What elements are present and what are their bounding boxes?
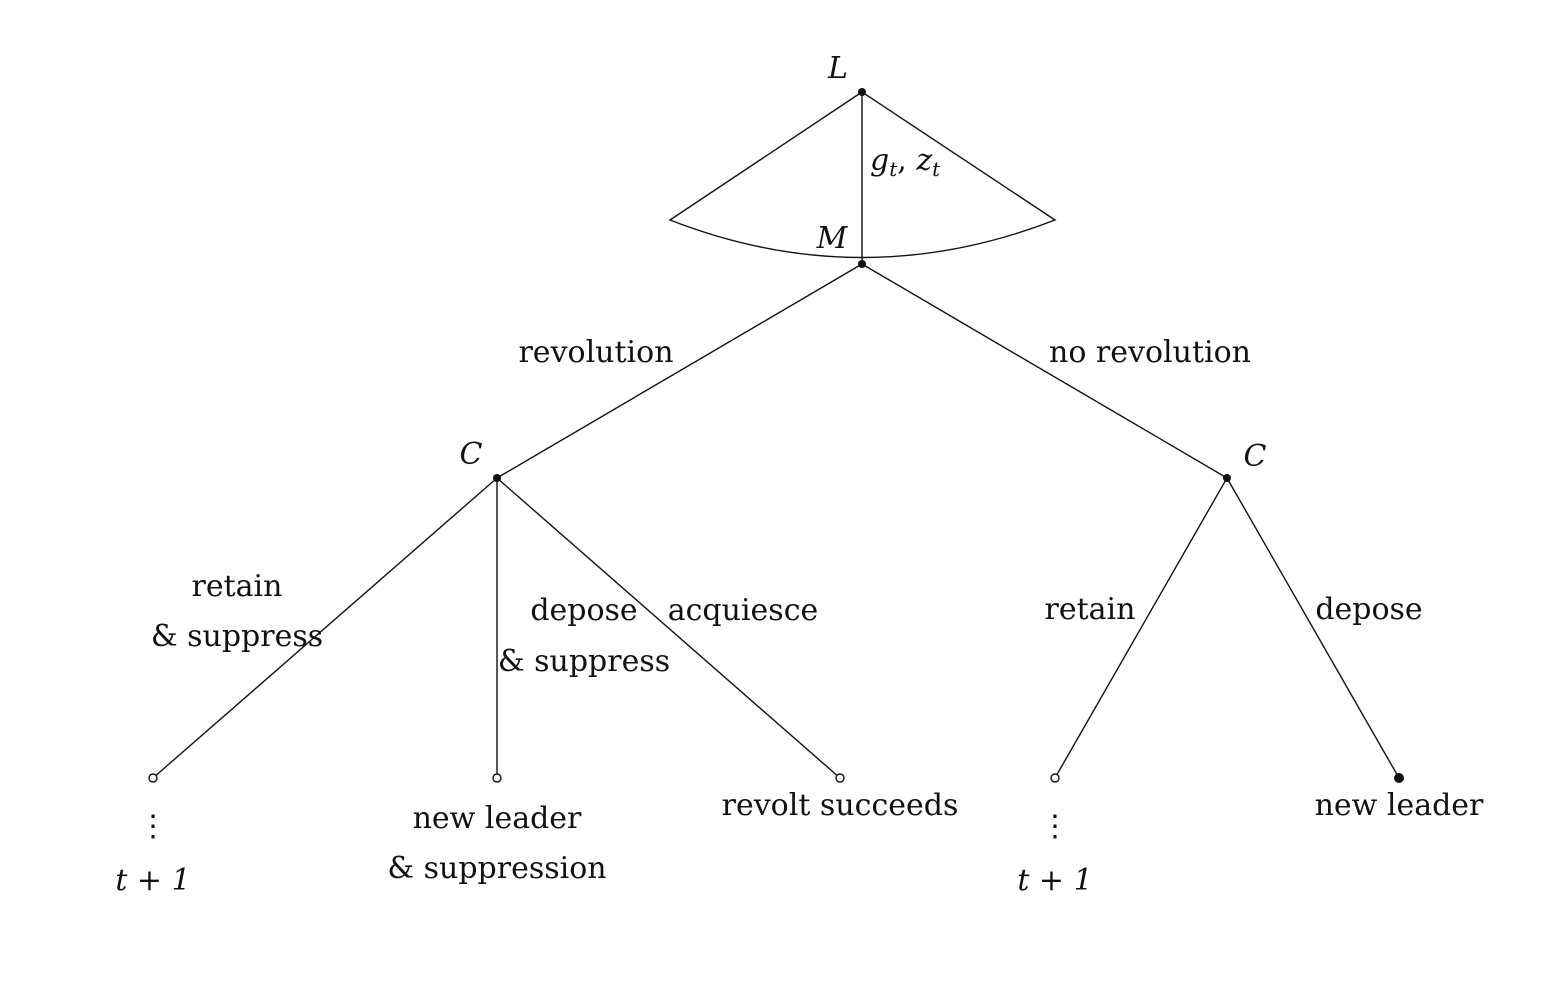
node-coalition-right bbox=[1223, 474, 1231, 482]
edge-label-depose: depose bbox=[1315, 592, 1422, 627]
edge-retain-suppress bbox=[152, 477, 498, 779]
terminal-depose bbox=[1394, 773, 1404, 783]
label-coalition-left: C bbox=[460, 437, 483, 472]
label-leader: L bbox=[827, 51, 848, 86]
edge-acquiesce bbox=[496, 477, 841, 779]
outcome-right-continuation-dots: ⋮ bbox=[1040, 809, 1070, 844]
edge-label-retain-suppress-line2: & suppress bbox=[151, 619, 323, 654]
terminal-retain-suppress bbox=[148, 773, 158, 783]
label-sep: , bbox=[897, 143, 916, 178]
terminal-depose-suppress bbox=[492, 773, 502, 783]
edge-label-retain: retain bbox=[1045, 592, 1136, 627]
label-z-sub: t bbox=[932, 157, 941, 181]
label-leader-choice: gt, zt bbox=[870, 143, 941, 181]
edge-no-revolution bbox=[861, 263, 1228, 479]
node-masses bbox=[858, 260, 866, 268]
edge-label-retain-suppress-line1: retain bbox=[192, 569, 283, 604]
label-masses: M bbox=[816, 221, 849, 256]
edge-label-depose-suppress-line2: & suppress bbox=[498, 644, 670, 679]
label-g: g bbox=[870, 143, 889, 178]
outcome-revolt-succeeds: revolt succeeds bbox=[722, 788, 959, 823]
outcome-new-leader-suppression-line1: new leader bbox=[413, 801, 582, 836]
outcome-new-leader: new leader bbox=[1315, 788, 1484, 823]
label-z: z bbox=[915, 143, 932, 178]
label-g-sub: t bbox=[889, 157, 898, 181]
edge-retain bbox=[1054, 477, 1228, 779]
terminal-retain bbox=[1050, 773, 1060, 783]
edge-depose bbox=[1226, 477, 1400, 779]
edge-label-no-revolution: no revolution bbox=[1049, 335, 1251, 370]
outcome-left-continuation-dots: ⋮ bbox=[138, 809, 168, 844]
outcome-left-continuation-time: t + 1 bbox=[115, 863, 190, 898]
edge-revolution bbox=[496, 263, 863, 479]
node-leader bbox=[858, 88, 866, 96]
outcome-new-leader-suppression-line2: & suppression bbox=[387, 851, 606, 886]
node-coalition-left bbox=[493, 474, 501, 482]
edge-label-revolution: revolution bbox=[518, 335, 673, 370]
terminal-acquiesce bbox=[835, 773, 845, 783]
edge-label-depose-suppress-line1: depose bbox=[530, 593, 637, 628]
outcome-right-continuation-time: t + 1 bbox=[1017, 863, 1092, 898]
edge-label-acquiesce: acquiesce bbox=[668, 593, 819, 628]
label-coalition-right: C bbox=[1244, 439, 1267, 474]
